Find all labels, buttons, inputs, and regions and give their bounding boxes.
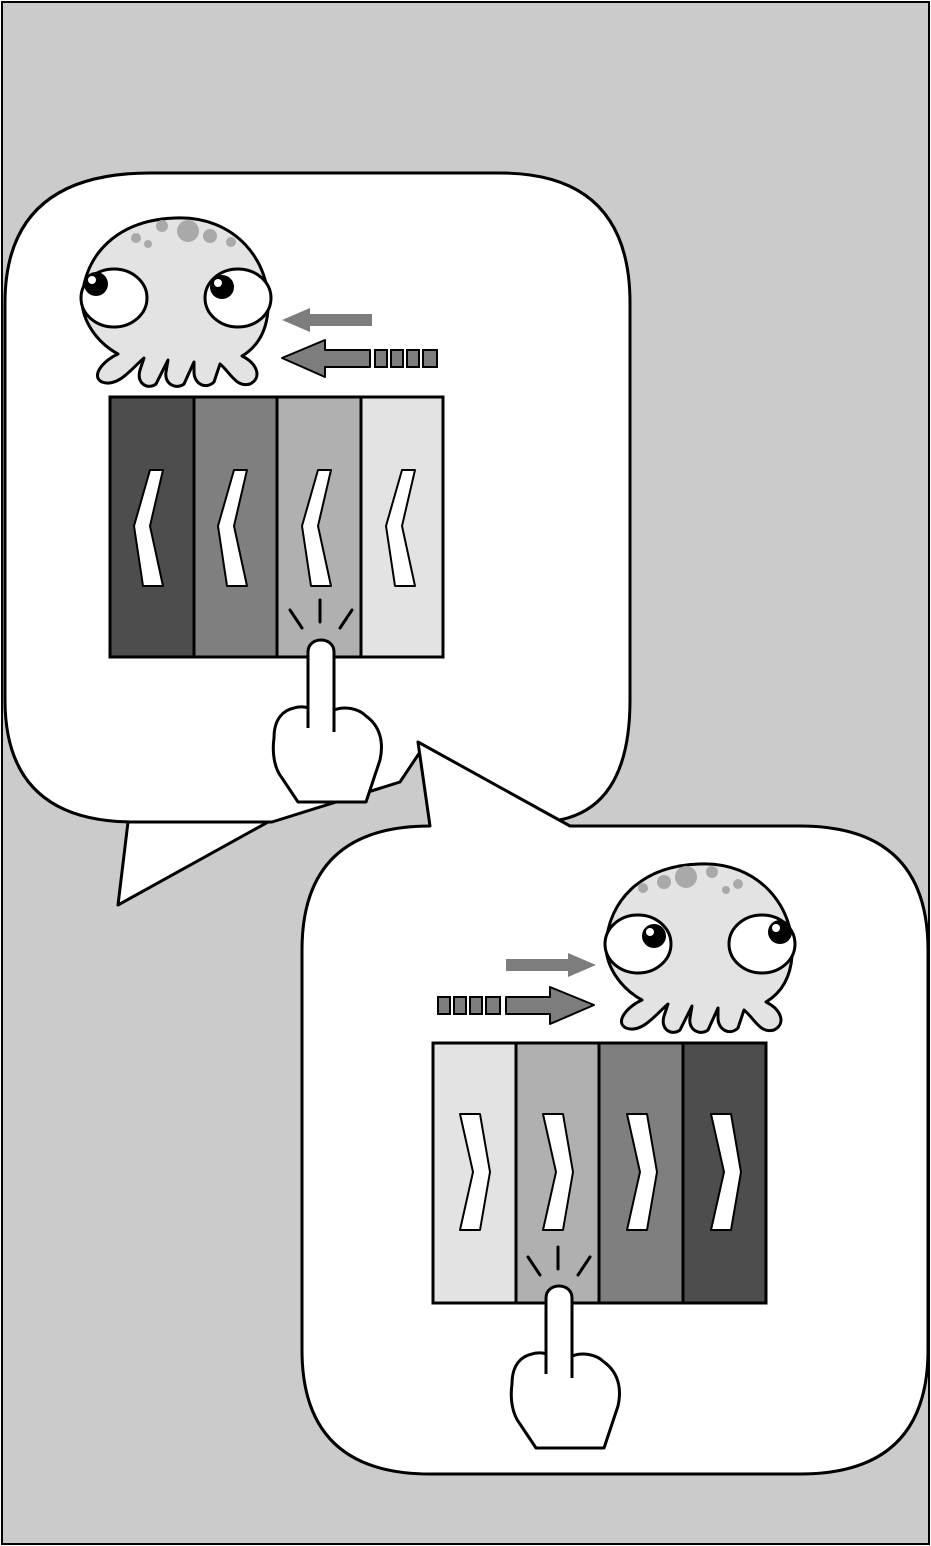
segment-1 bbox=[110, 397, 194, 657]
octopus-icon bbox=[603, 862, 797, 1034]
pointing-hand-icon bbox=[509, 1284, 621, 1450]
tap-marks bbox=[288, 598, 354, 630]
right-chevron-icon bbox=[626, 1113, 658, 1231]
left-chevron-icon bbox=[301, 469, 332, 587]
arrow-right-dashed-icon bbox=[437, 986, 595, 1025]
right-chevron-icon bbox=[459, 1113, 491, 1231]
right-chevron-icon bbox=[710, 1113, 742, 1231]
tap-marks bbox=[526, 1245, 592, 1277]
left-chevron-icon bbox=[133, 469, 164, 587]
octopus-icon bbox=[79, 216, 273, 388]
swipe-right-panel bbox=[300, 740, 930, 1476]
right-chevron-icon bbox=[542, 1113, 574, 1231]
segment-bar bbox=[431, 1041, 768, 1305]
arrow-right-icon bbox=[506, 953, 596, 977]
arrow-left-dashed-icon bbox=[281, 339, 438, 378]
pointing-hand-icon bbox=[271, 638, 383, 804]
arrow-left-icon bbox=[282, 308, 372, 332]
segment-2 bbox=[194, 397, 277, 657]
segment-bar bbox=[108, 395, 445, 659]
swipe-left-panel bbox=[3, 171, 632, 907]
left-chevron-icon bbox=[385, 469, 416, 587]
left-chevron-icon bbox=[217, 469, 248, 587]
